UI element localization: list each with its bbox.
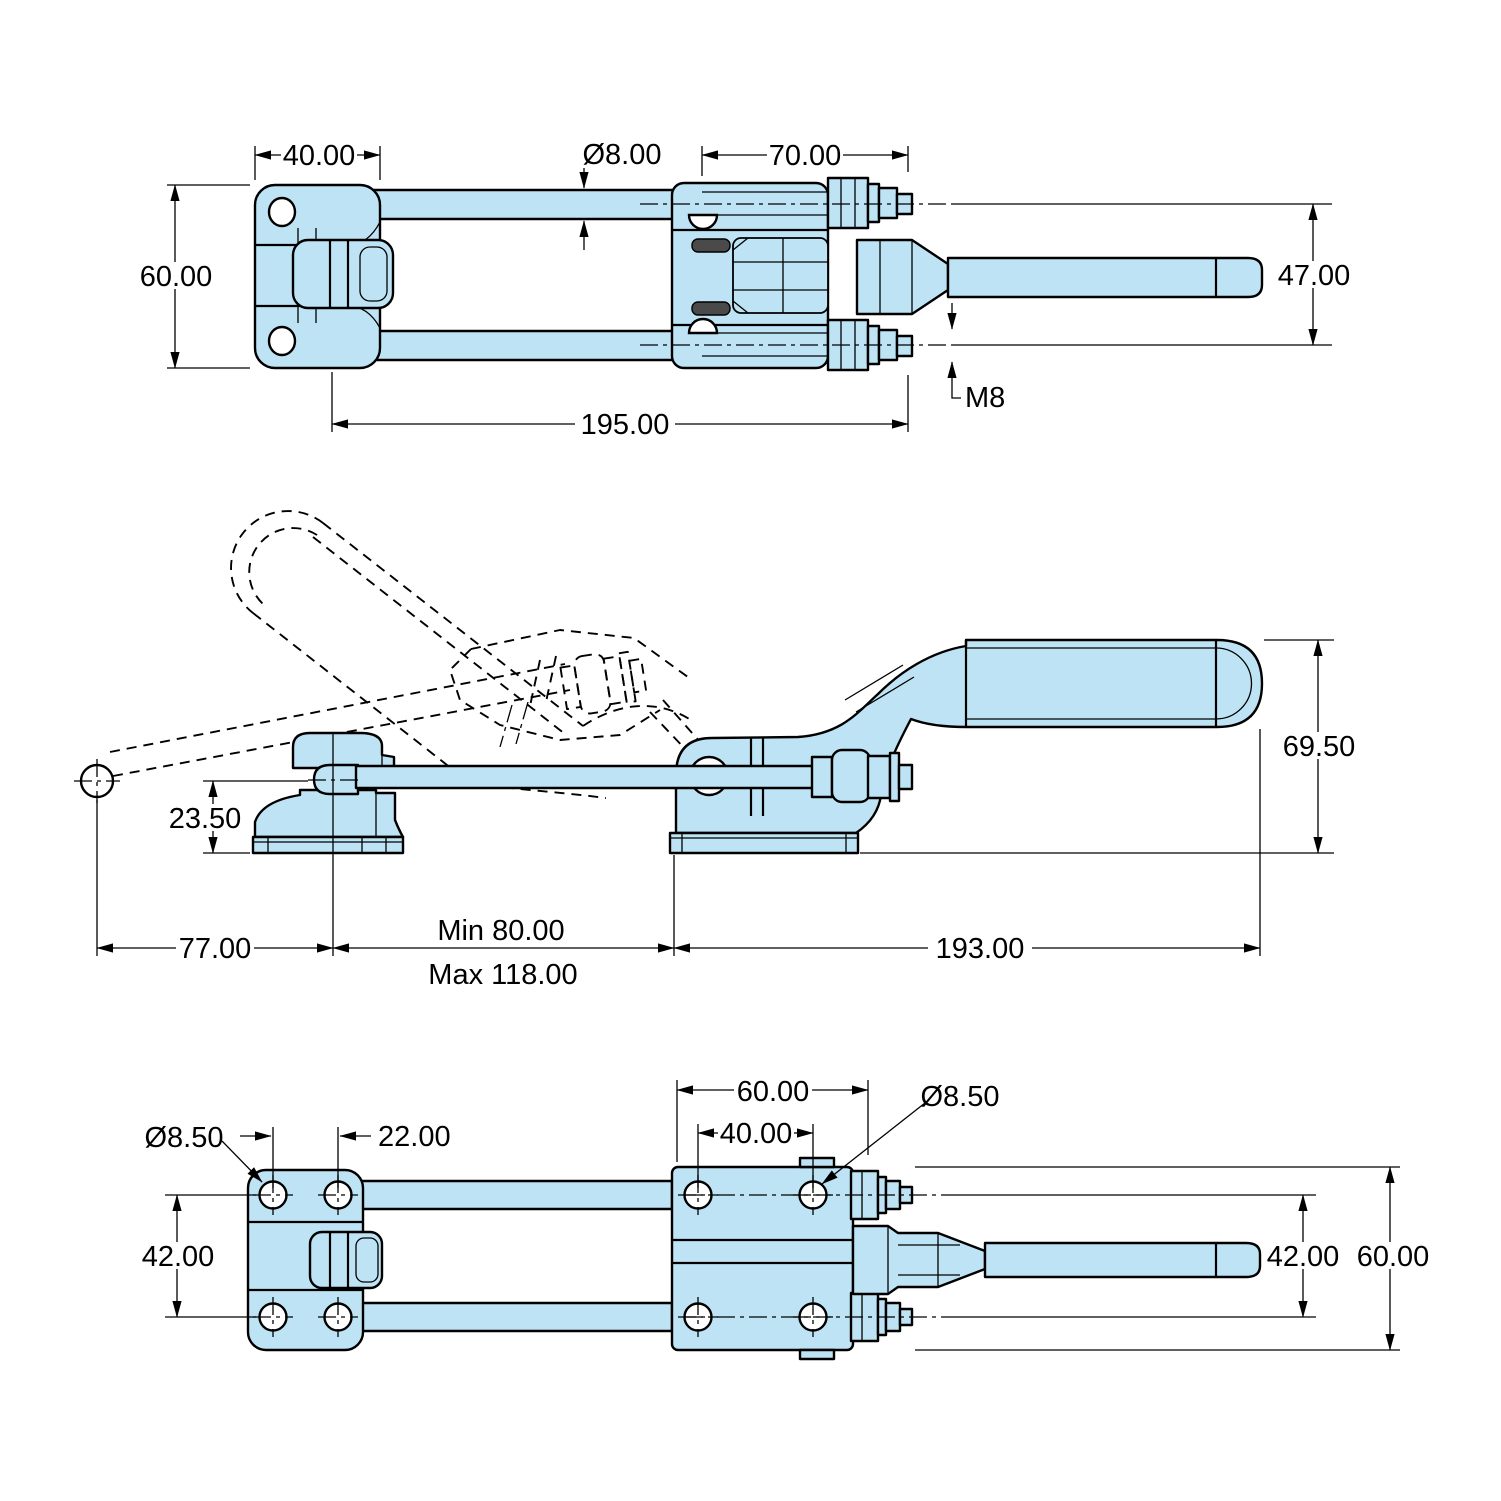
dim-text-mask <box>281 141 357 168</box>
flange-tab-bottom <box>798 1348 836 1361</box>
side-view: 23.50 69.50 77.00 Min 80.00 Max 118.00 <box>74 510 1359 991</box>
dim-text-mask <box>767 141 843 168</box>
dim-hole-spacing-base: 40.00 <box>720 1118 793 1150</box>
dim-hole-diameter-base: Ø8.50 <box>921 1081 1000 1113</box>
top-view: 40.00 Ø8.00 70.00 60.00 47.00 <box>138 139 1353 441</box>
open-neck-upper <box>582 705 695 727</box>
handle-grip-top <box>946 256 1264 299</box>
dim-overall-length: 195.00 <box>581 409 670 441</box>
open-handle-cap <box>230 510 324 614</box>
link-plates <box>732 237 829 314</box>
pad-body <box>253 788 405 839</box>
dim-text-mask <box>734 1077 812 1104</box>
dim-text-mask <box>176 934 254 961</box>
pivot-slot-lower <box>691 301 731 316</box>
dim-hole-rows-left: 42.00 <box>142 1241 215 1273</box>
dim-hole-diameter-left: Ø8.50 <box>145 1122 224 1154</box>
dim-bracket-height: 60.00 <box>140 261 213 293</box>
dim-text-mask <box>1264 1242 1342 1269</box>
spindle-stub <box>897 763 914 791</box>
side-view-dimensions: 23.50 69.50 77.00 Min 80.00 Max 118.00 <box>96 639 1359 991</box>
dim-stroke-min: Min 80.00 <box>437 915 564 947</box>
dim-text-mask <box>575 410 675 437</box>
top-view-dimensions: 40.00 Ø8.00 70.00 60.00 47.00 <box>138 139 1353 441</box>
latch-rod <box>354 764 816 790</box>
dim-clamp-height: 69.50 <box>1283 731 1356 763</box>
dim-hole-spacing-left: 22.00 <box>378 1121 451 1153</box>
dim-base-width: 60.00 <box>737 1076 810 1108</box>
dim-text-mask <box>139 1242 217 1269</box>
handle-bar-bottom <box>983 1241 1262 1279</box>
bottom-view-dimensions: Ø8.50 22.00 42.00 60.00 40.00 <box>139 1076 1432 1351</box>
u-bolt-rod-lower-bottom <box>358 1301 674 1333</box>
rod-clearance-notch-lower <box>687 317 719 335</box>
latch-plate <box>291 238 395 310</box>
spindle-collar <box>810 755 834 799</box>
hex-nut-stack-upper <box>826 176 914 230</box>
bracket-holes-bottom <box>253 1175 358 1337</box>
pad-foot <box>251 835 405 855</box>
latch-pad <box>251 731 405 855</box>
dim-hook-reach: 77.00 <box>179 933 252 965</box>
spindle-washer <box>888 751 901 803</box>
dim-text-mask <box>138 262 214 289</box>
u-bolt-rods <box>370 188 704 362</box>
dim-rod-rows: 42.00 <box>1267 1241 1340 1273</box>
dim-rod-diameter: Ø8.00 <box>583 139 662 171</box>
base-body-bottom <box>670 1156 987 1361</box>
u-bolt-rod-upper-bottom <box>358 1179 674 1211</box>
clamp-body-side <box>668 638 1264 855</box>
open-rod-edge-lower <box>112 689 571 777</box>
body-foot <box>668 831 860 855</box>
dim-text-mask <box>928 934 1032 961</box>
rod-clearance-notch-upper <box>687 213 719 231</box>
dim-body-length-side: 193.00 <box>936 933 1025 965</box>
dim-stroke-max: Max 118.00 <box>428 959 577 991</box>
bracket-hole-top <box>267 196 297 228</box>
open-spindle-hexes <box>559 650 648 715</box>
dim-body-length: 70.00 <box>769 140 842 172</box>
pad-hump <box>291 731 396 770</box>
open-rod-edge-upper <box>109 663 566 753</box>
spindle-barrel-nut <box>830 748 872 804</box>
spindle-hex-nut <box>866 754 892 800</box>
handle-grip-bottom <box>983 1241 1262 1279</box>
latch-bracket-bottom <box>246 1168 384 1352</box>
dim-text-mask <box>1279 732 1359 759</box>
latch-bracket <box>253 183 395 370</box>
dim-hook-height: 23.50 <box>169 803 242 835</box>
latch-plate-bottom <box>308 1230 384 1290</box>
dim-bracket-width: 40.00 <box>283 140 356 172</box>
handle-bar-top <box>946 256 1264 299</box>
dim-text-mask <box>718 1120 794 1146</box>
dim-handle-offset: 47.00 <box>1278 260 1351 292</box>
bottom-view: Ø8.50 22.00 42.00 60.00 40.00 <box>139 1076 1432 1361</box>
spindle-hex <box>855 238 950 316</box>
bracket-hole-bottom <box>267 325 297 357</box>
spindle-clevis-bottom <box>851 1224 987 1296</box>
open-link-outline <box>470 629 693 681</box>
flange-tab-top <box>798 1156 836 1169</box>
open-position-dashed <box>109 510 701 799</box>
dim-text-mask <box>1275 261 1353 288</box>
dim-overall-width: 60.00 <box>1357 1241 1430 1273</box>
clamp-body <box>670 176 950 372</box>
pivot-slot-upper <box>691 238 731 253</box>
dim-thread-size: M8 <box>965 382 1005 414</box>
dim-text-mask <box>166 804 244 831</box>
latch-rod-side <box>308 748 914 804</box>
open-handle-edge <box>322 522 584 727</box>
dim-text-mask <box>1354 1242 1432 1269</box>
